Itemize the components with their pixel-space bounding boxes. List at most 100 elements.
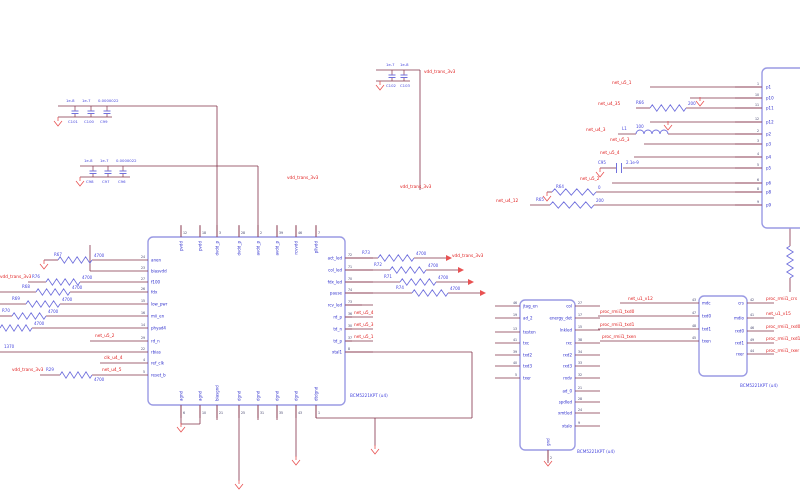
resistor-body[interactable] (57, 255, 93, 265)
pin-number: 26 (141, 287, 145, 291)
resistor-body[interactable] (411, 289, 449, 297)
pin-name: rxc (566, 341, 572, 346)
pin-number: 10 (755, 93, 759, 97)
resistor-body[interactable] (399, 278, 437, 286)
net-label[interactable]: net_u4_3 (586, 127, 606, 133)
net-label[interactable]: net_u5_3 (354, 322, 374, 328)
pin-name: biasgnd (215, 385, 220, 401)
resistor-value: 4700 (82, 275, 93, 280)
net-label[interactable]: net_u4_5 (102, 367, 122, 373)
resistor-body[interactable] (389, 266, 427, 274)
pin-name: pvdd (198, 241, 203, 251)
resistor-body[interactable] (377, 254, 415, 262)
net-label[interactable]: net_u5_4 (600, 150, 620, 156)
net-label[interactable]: net_u1_v12 (628, 296, 653, 302)
net-label[interactable]: vdd_trans_3v3 (287, 175, 319, 181)
resistor-value: 200 (596, 198, 604, 203)
resistor-body[interactable] (549, 201, 595, 209)
net-label[interactable]: net_u4_12 (496, 198, 519, 204)
ic-body[interactable] (147, 236, 346, 406)
pin-name: rxd2 (563, 353, 572, 358)
net-label[interactable]: net_u5_2 (95, 333, 115, 339)
inductor-body[interactable] (635, 129, 669, 135)
resistor-body[interactable] (11, 311, 47, 321)
resistor-vertical[interactable] (785, 245, 795, 279)
net-label[interactable]: net_u4_35 (598, 101, 621, 107)
net-label[interactable]: vdd_trans_3v3 (12, 367, 44, 373)
pin-name: dgnd (275, 390, 280, 401)
ground-chevron (542, 195, 552, 202)
net-label[interactable]: net_u5_1 (354, 334, 374, 340)
net-label[interactable]: clk_u4_4 (104, 355, 123, 361)
pin-number: 12 (755, 117, 759, 121)
net-label[interactable]: proc_rmii1_crs (766, 296, 798, 302)
net-label[interactable]: net_u5_4 (354, 310, 374, 316)
net-label[interactable]: vdd_trans_3v3 (424, 69, 456, 75)
connector-body[interactable] (761, 67, 800, 229)
pin-name: low_pwr (151, 302, 168, 307)
net-label[interactable]: proc_rmii1_rxd1 (766, 336, 800, 342)
net-label[interactable]: net_u5_1 (612, 80, 632, 86)
ground-icon (375, 81, 385, 91)
net-label[interactable]: proc_rmii1_rxer (766, 348, 799, 354)
net-label[interactable]: vdd_trans_3v3 (400, 184, 432, 190)
net-label[interactable]: proc_rmii1_txd1 (600, 322, 635, 328)
net-label[interactable]: vdd_trans_3v3 (452, 253, 484, 259)
resistor-body[interactable] (551, 188, 597, 196)
resistor-body[interactable] (785, 245, 795, 279)
pin-number: 44 (750, 349, 754, 353)
ic-u4-rmii[interactable]: 43mdc47txd048txd145txen42crs41mdio46rxd0… (672, 295, 778, 388)
ic-u4-main[interactable]: 24anen23biasvdd27f10026fdx15low_pwr16mii… (120, 225, 388, 418)
resistor-body[interactable] (0, 323, 33, 333)
pin-number: 30 (348, 324, 352, 328)
net-label[interactable]: net_u5_3 (610, 137, 630, 143)
resistor-value: 4700 (94, 377, 105, 382)
pin-name: anen (151, 258, 161, 263)
resistor-body[interactable] (35, 287, 71, 297)
ic-body[interactable] (698, 295, 748, 377)
resistor-ref: R65 (536, 197, 544, 202)
resistor-body[interactable] (25, 299, 61, 309)
resistor-body[interactable] (45, 277, 81, 287)
pin-number: 17 (578, 313, 582, 317)
pin-name: mdc (702, 301, 711, 306)
ic-body[interactable] (519, 299, 576, 451)
net-label[interactable]: proc_rmii1_txd0 (600, 309, 635, 315)
resistor-body[interactable] (649, 104, 687, 112)
pin-name: p2 (766, 132, 772, 137)
resistor-unnamed[interactable]: 4700 (0, 321, 45, 333)
net-label[interactable]: net_u5_2 (580, 176, 600, 182)
net-label[interactable]: proc_rmii1_txen (602, 334, 636, 340)
net-label[interactable]: net_u1_v15 (766, 311, 791, 317)
pin-number: 47 (692, 311, 696, 315)
resistor-R65[interactable]: R65 200 (536, 197, 604, 209)
net-label[interactable]: vdd_trans_3v3 (0, 274, 32, 280)
pin-number: 8 (348, 347, 350, 351)
net-label[interactable]: proc_rmii1_rxd0 (766, 324, 800, 330)
ic-u4-mii[interactable]: 46jtag_en19ad_213testen41txc39txd240txd3… (495, 299, 615, 463)
capacitor-ref: C101 (68, 119, 78, 124)
pin-number: 31 (260, 411, 264, 415)
pin-name: avdd_p (256, 241, 261, 256)
pin-number: 39 (279, 231, 283, 235)
pin-name: dvdd_p (215, 241, 220, 256)
resistor-body[interactable] (59, 370, 93, 380)
